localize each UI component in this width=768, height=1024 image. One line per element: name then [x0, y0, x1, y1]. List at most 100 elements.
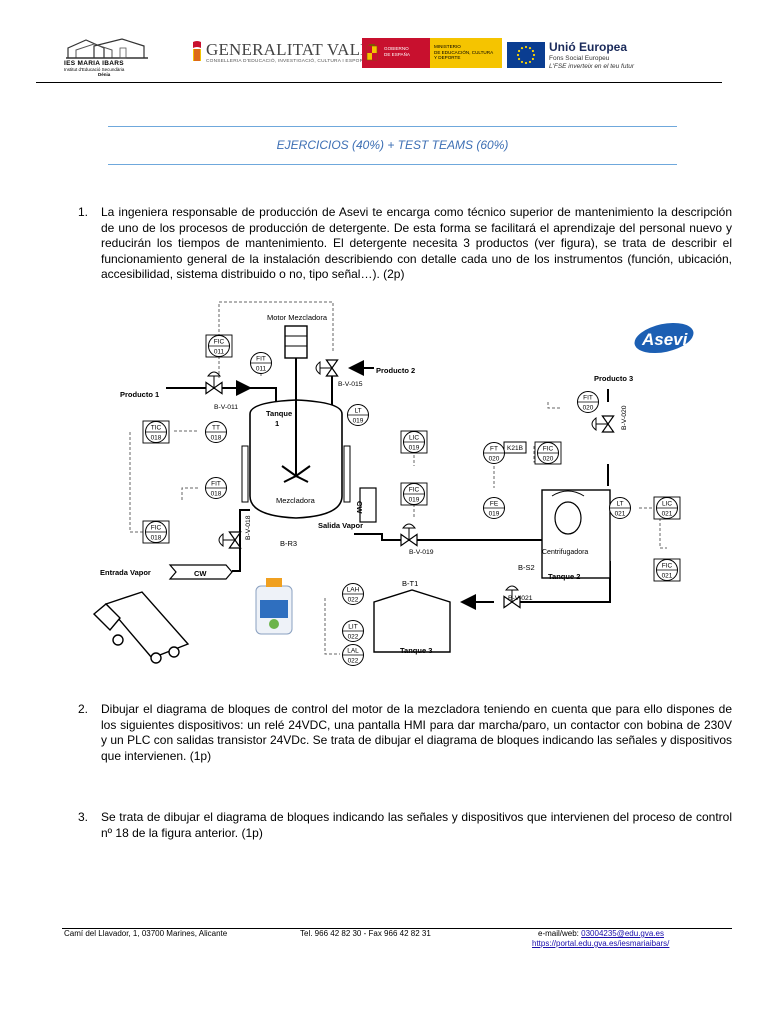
bs2-label: B-S2 [518, 563, 535, 572]
instrument-number: 022 [348, 658, 359, 665]
ies-subtitle: Institut d'Educació Secundària [64, 67, 125, 72]
instrument-lt-019: LT 019 [347, 404, 369, 426]
footer-phone: Tel. 966 42 82 30 - Fax 966 42 82 31 [300, 929, 431, 938]
valve-b-v-015: B-V-015 [315, 359, 363, 388]
question-text: La ingeniera responsable de producción d… [101, 205, 732, 281]
instrument-lah-022: LAH 022 [342, 583, 364, 605]
valve-b-v-020: B-V-020 [591, 405, 628, 433]
question-number: 1. [78, 205, 89, 219]
instrument-tag: FIT [583, 395, 593, 402]
instrument-tag: LT [354, 408, 361, 415]
instrument-tag: TT [212, 425, 220, 432]
generalitat-logo: GENERALITAT VALENCIANA CONSELLERIA D'EDU… [190, 40, 438, 70]
valve-label: B-V-015 [338, 381, 363, 388]
footer-email-link[interactable]: 03004235@edu.gva.es [581, 929, 664, 938]
instrument-number: 019 [353, 418, 364, 425]
instrument-number: 020 [489, 456, 500, 463]
instrument-number: 019 [409, 497, 420, 504]
instrument-fic-018: FIC 018 [142, 520, 170, 544]
instrument-number: 018 [151, 535, 162, 542]
tanque2-label: Tanque 2 [548, 572, 580, 581]
instrument-tag: FIT [211, 481, 221, 488]
eu-flag-icon [507, 42, 545, 68]
instrument-tag: FIC [151, 525, 162, 532]
producto3-label: Producto 3 [594, 374, 633, 383]
instrument-number: 011 [214, 349, 225, 356]
footer-address: Camí del Llavador, 1, 03700 Marines, Ali… [64, 929, 228, 938]
instruments: FIC011FIT011TIC018TT018FIT018FIC018LT019… [142, 334, 681, 666]
mezcladora-label: Mezcladora [276, 496, 316, 505]
instrument-tag: FIC [543, 446, 554, 453]
entrada-vapor: CW Entrada Vapor [100, 564, 233, 580]
cw-jacket: CW [355, 487, 377, 523]
question-number: 3. [78, 810, 89, 824]
svg-text:CW: CW [355, 501, 364, 514]
footer-divider [62, 928, 732, 929]
generalitat-subtitle: CONSELLERIA D'EDUCACIÓ, INVESTIGACIÓ, CU… [206, 59, 367, 64]
tanque-2: Centrifugadora Tanque 2 B-S2 [518, 489, 611, 581]
instrument-lt-021: LT 021 [609, 497, 631, 519]
title-rule-bottom [108, 164, 677, 165]
generalitat-emblem-icon [193, 41, 201, 61]
instrument-number: 019 [409, 445, 420, 452]
salida-vapor-label: Salida Vapor [318, 521, 363, 530]
union-europea-logo: Unió Europea Fons Social Europeu L'FSE i… [507, 40, 707, 72]
instrument-lit-022: LIT 022 [342, 620, 364, 642]
question-text: Dibujar el diagrama de bloques de contro… [101, 702, 732, 763]
valve-b-v-021: B-V-021 [503, 585, 533, 609]
instrument-tag: LAL [347, 648, 359, 655]
gobierno-text: GOBIERNO DE ESPAÑA [384, 46, 410, 57]
valve-label: B-V-011 [214, 404, 238, 411]
asevi-logo: Asevi [634, 322, 694, 354]
instrument-tag: LT [616, 501, 623, 508]
instrument-number: 022 [348, 634, 359, 641]
valve-label: B-V-018 [245, 515, 252, 540]
header-divider [36, 82, 722, 83]
question-number: 2. [78, 702, 89, 716]
tanque-3: B-T1 Tanque 3 [373, 579, 451, 655]
instrument-number: 020 [543, 456, 554, 463]
svg-text:Asevi: Asevi [641, 330, 689, 349]
pid-diagram: Tanque 1 Mezcladora Salida Vapor B-R3 Mo… [92, 301, 694, 666]
valve-b-v-018: B-V-018 [218, 515, 252, 549]
centrifugadora-label: Centrifugadora [542, 549, 588, 556]
footer-web-row: https://portal.edu.gva.es/iesmariaibars/ [532, 939, 669, 948]
instrument-number: 021 [615, 511, 626, 518]
br3-label: B-R3 [280, 539, 297, 548]
footer-web-link[interactable]: https://portal.edu.gva.es/iesmariaibars/ [532, 939, 670, 948]
ue-fund: Fons Social Europeu [549, 55, 610, 62]
ministerio-band [430, 38, 502, 68]
instrument-tag: LIC [662, 501, 672, 508]
title-rule-top [108, 126, 677, 127]
producto1-label: Producto 1 [120, 390, 159, 399]
instrument-tag: LAH [347, 587, 360, 594]
tanque-1: Tanque 1 Mezcladora Salida Vapor B-R3 [241, 346, 363, 548]
truck-icon [92, 591, 190, 664]
footer-email-label: e-mail/web: [538, 929, 579, 938]
bt1-label: B-T1 [402, 579, 418, 588]
instrument-tag: TIC [151, 425, 162, 432]
valve-b-v-019: B-V-019 [400, 523, 434, 556]
instrument-tag: LIT [348, 624, 357, 631]
valve-label: B-V-019 [409, 549, 434, 556]
tanque3-label: Tanque 3 [400, 646, 432, 655]
gobierno-logo: GOBIERNO DE ESPAÑA MINISTERIO DE EDUCACI… [362, 38, 502, 68]
instrument-tag: FIC [662, 563, 673, 570]
instrument-tag: FIT [256, 356, 266, 363]
motor-mezcladora: Motor Mezcladora [267, 313, 328, 359]
svg-text:1: 1 [275, 419, 279, 428]
instrument-tag: FT [490, 446, 498, 453]
instrument-number: 022 [348, 597, 359, 604]
valve-b-v-011: B-V-011 [205, 371, 238, 411]
svg-text:CW: CW [194, 569, 207, 578]
entrada-vapor-label: Entrada Vapor [100, 568, 151, 577]
instrument-tag: FE [490, 501, 499, 508]
